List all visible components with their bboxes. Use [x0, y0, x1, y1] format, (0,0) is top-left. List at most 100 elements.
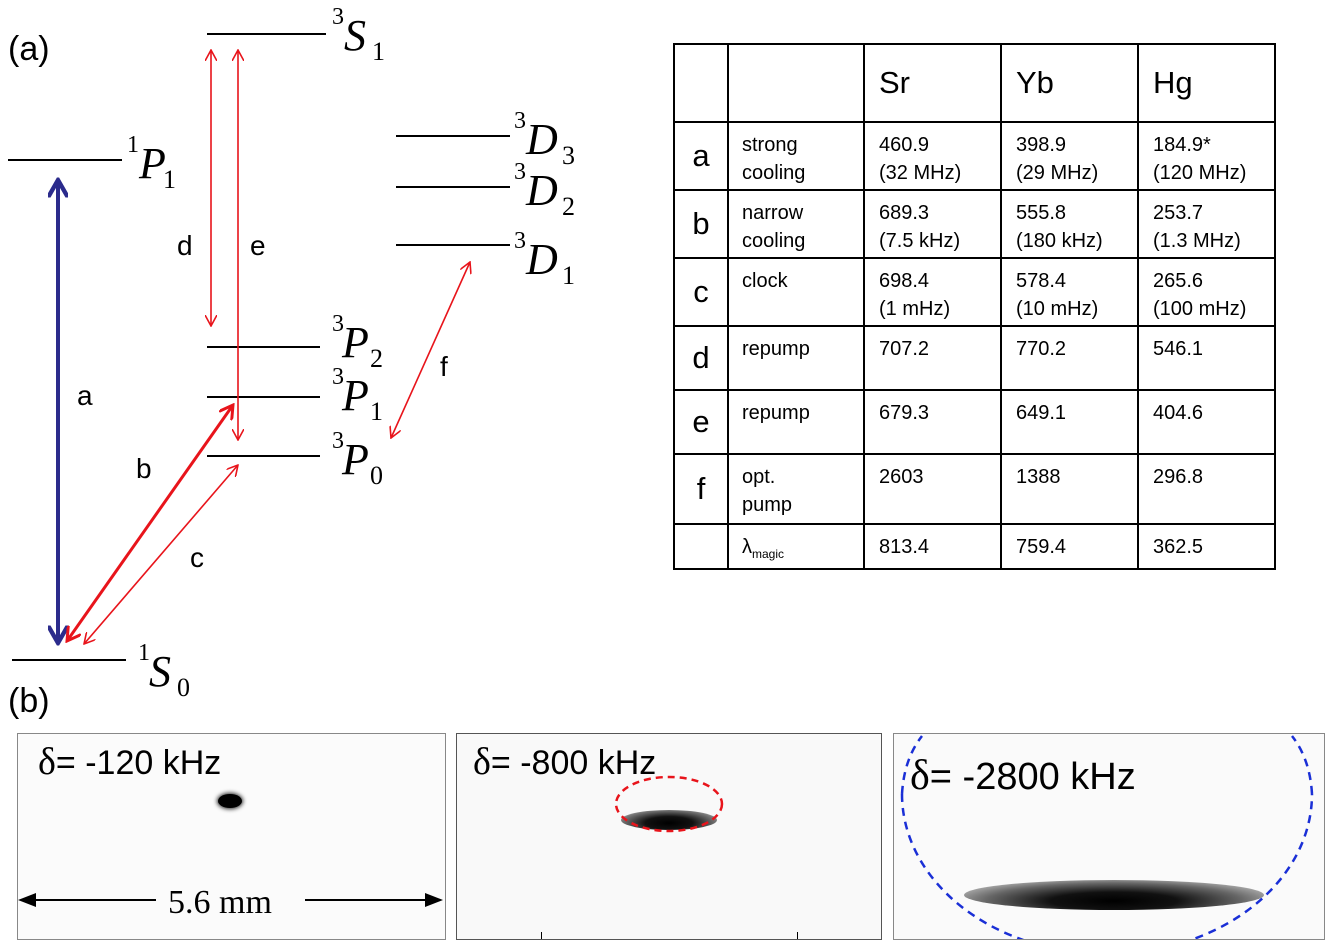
row-sr: 2603: [863, 453, 1002, 525]
row-yb: 578.4 (10 mHz): [1000, 257, 1139, 327]
table-row: d repump 707.2 770.2 546.1: [673, 325, 1276, 391]
row-sr: 679.3: [863, 389, 1002, 455]
svg-text:P: P: [341, 435, 369, 484]
delta-symbol: δ: [910, 753, 930, 799]
svg-text:1: 1: [370, 397, 383, 426]
row-yb: 1388: [1000, 453, 1139, 525]
absorption-image-3: δ= -2800 kHz: [893, 733, 1325, 940]
svg-text:3: 3: [514, 159, 526, 185]
svg-text:0: 0: [177, 673, 190, 700]
label-1S0: 1 S 0: [138, 640, 190, 700]
svg-text:1: 1: [562, 261, 575, 290]
svg-text:3: 3: [514, 228, 526, 254]
svg-text:P: P: [138, 139, 166, 188]
row-key: b: [673, 189, 729, 259]
row-hg: 404.6: [1137, 389, 1276, 455]
lambda-symbol: λ: [742, 536, 752, 558]
table-row: c clock 698.4 (1 mHz) 578.4 (10 mHz) 265…: [673, 257, 1276, 327]
svg-text:S: S: [149, 647, 171, 696]
delta-value: = -2800 kHz: [929, 756, 1136, 798]
table-row: e repump 679.3 649.1 404.6: [673, 389, 1276, 455]
svg-text:3: 3: [332, 428, 344, 454]
svg-text:3: 3: [332, 364, 344, 390]
row-name: clock: [727, 257, 865, 327]
row-hg: 253.7 (1.3 MHz): [1137, 189, 1276, 259]
panel-a-label: (a): [8, 30, 50, 68]
row-name: λmagic: [727, 523, 865, 570]
table-row-magic: λmagic 813.4 759.4 362.5: [673, 523, 1276, 570]
table-row: b narrow cooling 689.3 (7.5 kHz) 555.8 (…: [673, 189, 1276, 259]
table-header-yb: Yb: [1000, 43, 1139, 123]
svg-text:1: 1: [372, 37, 385, 66]
svg-text:D: D: [525, 235, 558, 284]
row-yb: 398.9 (29 MHz): [1000, 121, 1139, 191]
row-hg: 362.5: [1137, 523, 1276, 570]
transition-f-arrow: [391, 262, 470, 438]
svg-text:2: 2: [370, 344, 383, 373]
row-yb: 555.8 (180 kHz): [1000, 189, 1139, 259]
label-3D2: 3 D 2: [514, 159, 575, 221]
row-key: c: [673, 257, 729, 327]
absorption-image-1: δ= -120 kHz 5.6 mm: [17, 733, 446, 940]
scale-bar: [18, 893, 443, 907]
transition-d-label: d: [177, 230, 193, 261]
table-header-cell: [727, 43, 865, 123]
row-key: d: [673, 325, 729, 391]
label-3P1: 3 P 1: [332, 364, 383, 426]
absorption-image-2: δ= -800 kHz: [456, 733, 882, 940]
atom-cloud: [621, 810, 717, 830]
svg-text:1: 1: [138, 640, 150, 666]
row-sr: 460.9 (32 MHz): [863, 121, 1002, 191]
row-yb: 649.1: [1000, 389, 1139, 455]
row-sr: 698.4 (1 mHz): [863, 257, 1002, 327]
label-3S1: 3 S 1: [332, 4, 385, 66]
delta-label-3: δ= -2800 kHz: [910, 752, 1136, 800]
transition-b-arrow: [67, 405, 233, 641]
label-1P1: 1 P 1: [127, 132, 176, 194]
delta-label-2: δ= -800 kHz: [473, 740, 656, 784]
table-header-sr: Sr: [863, 43, 1002, 123]
tick-mark: [797, 932, 798, 939]
table-row: a strong cooling 460.9 (32 MHz) 398.9 (2…: [673, 121, 1276, 191]
delta-symbol: δ: [473, 741, 491, 783]
svg-text:P: P: [341, 371, 369, 420]
label-3D3: 3 D 3: [514, 108, 575, 170]
row-name: opt. pump: [727, 453, 865, 525]
delta-value: = -120 kHz: [55, 744, 222, 782]
row-name: repump: [727, 325, 865, 391]
table-header-cell: [673, 43, 729, 123]
row-key: a: [673, 121, 729, 191]
tick-mark: [541, 932, 542, 939]
svg-text:3: 3: [332, 311, 344, 337]
label-3P0: 3 P 0: [332, 428, 383, 490]
fit-ellipse-blue: [900, 735, 1314, 939]
transition-a-label: a: [77, 380, 93, 411]
row-sr: 813.4: [863, 523, 1002, 570]
label-3D1: 3 D 1: [514, 228, 575, 290]
row-key: f: [673, 453, 729, 525]
delta-value: = -800 kHz: [490, 744, 657, 782]
row-hg: 296.8: [1137, 453, 1276, 525]
level-diagram: 3 S 1 1 P 1 3 D 3 3 D 2 3 D 1 3 P 2 3 P …: [8, 4, 575, 700]
transition-f-label: f: [440, 351, 448, 382]
svg-text:3: 3: [514, 108, 526, 134]
svg-text:2: 2: [562, 192, 575, 221]
transition-wavelength-table: Sr Yb Hg a strong cooling 460.9 (32 MHz)…: [673, 43, 1276, 570]
label-3P2: 3 P 2: [332, 311, 383, 373]
row-hg: 184.9* (120 MHz): [1137, 121, 1276, 191]
svg-text:3: 3: [562, 141, 575, 170]
transition-e-label: e: [250, 230, 266, 261]
transition-c-arrow: [84, 465, 238, 644]
magic-subscript: magic: [752, 547, 785, 561]
svg-text:1: 1: [127, 132, 139, 158]
row-hg: 265.6 (100 mHz): [1137, 257, 1276, 327]
transition-b-label: b: [136, 453, 152, 484]
row-key: [673, 523, 729, 570]
svg-text:1: 1: [163, 165, 176, 194]
svg-text:3: 3: [332, 4, 344, 30]
transition-c-label: c: [190, 542, 204, 573]
row-yb: 759.4: [1000, 523, 1139, 570]
row-hg: 546.1: [1137, 325, 1276, 391]
row-sr: 707.2: [863, 325, 1002, 391]
atom-cloud: [218, 794, 242, 808]
